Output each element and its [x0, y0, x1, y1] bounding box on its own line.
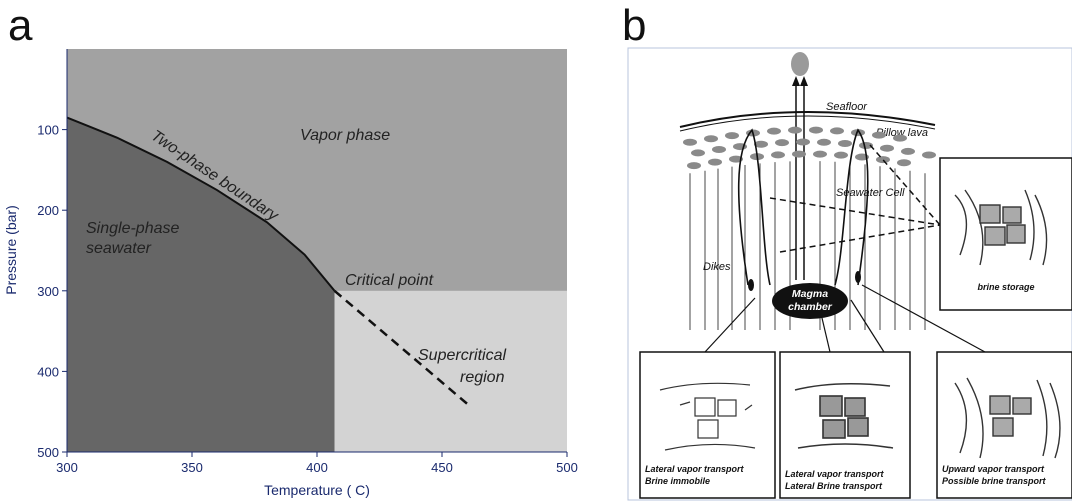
plume-arrowhead-left: [792, 76, 800, 86]
single-phase-label-line2: seawater: [86, 240, 152, 257]
pillow-lava-blob: [859, 141, 873, 149]
brine-network-box2: [794, 382, 894, 449]
magma-label-line2: chamber: [788, 301, 833, 313]
pillow-lava-blob: [683, 138, 697, 146]
seafloor-line-2: [679, 115, 936, 132]
x-tick-label: 300: [56, 460, 78, 475]
single-phase-region: [67, 117, 335, 452]
pillow-lava-blob: [767, 127, 781, 135]
pillow-lava-blob: [746, 129, 760, 137]
box3-caption-line2: Possible brine transport: [942, 476, 1047, 486]
pillow-lava-blob: [687, 162, 701, 170]
pillow-lava-blob: [788, 126, 802, 134]
pillow-lava-blob: [876, 156, 890, 164]
pillow-lava-blob: [880, 144, 894, 152]
brine-network-box3: [954, 377, 1061, 459]
box3-caption-line1: Upward vapor transport: [942, 464, 1045, 474]
diagram-frame: [627, 47, 1072, 501]
pillow-lava-blob: [733, 143, 747, 151]
pillow-lava-blob: [893, 134, 907, 142]
seawater-cell-label: Seawater Cell: [836, 187, 905, 199]
box2-caption-line2: Lateral Brine transport: [785, 481, 883, 491]
pointer-box2: [821, 317, 831, 353]
inset-box-2: [779, 351, 911, 499]
panel-b-letter: b: [622, 1, 647, 50]
single-phase-label-line1: Single-phase: [86, 220, 180, 237]
seawater-cell-right: [834, 128, 869, 286]
box1-caption-line1: Lateral vapor transport: [645, 464, 745, 474]
y-axis-label: Pressure (bar): [3, 205, 19, 294]
panel-a-letter: a: [8, 1, 33, 50]
pillow-lava-blob: [922, 151, 936, 159]
seafloor-line: [679, 110, 936, 128]
pillow-lava-blob: [872, 131, 886, 139]
pillow-lava-blob: [855, 153, 869, 161]
magma-label-line1: Magma: [792, 288, 828, 300]
pillow-lava-blob: [813, 150, 827, 158]
pillow-lava-blob: [729, 155, 743, 163]
pillow-lava-blob: [817, 138, 831, 146]
vapor-phase-label: Vapor phase: [300, 127, 390, 144]
pillow-lava-blob: [834, 151, 848, 159]
y-tick-label: 500: [37, 445, 59, 460]
pillow-lava-blob: [792, 150, 806, 158]
pillow-lava-blob: [901, 147, 915, 155]
pillow-lava-blob: [750, 153, 764, 161]
two-phase-boundary-line: [66, 116, 336, 292]
pointer-box2b: [850, 299, 885, 353]
plume-arrowhead-right: [800, 76, 808, 86]
dashed-pointer-2: [769, 197, 941, 226]
seawater-cell-left: [737, 128, 771, 286]
magma-chamber: [772, 283, 848, 319]
pillow-lava-blob: [775, 139, 789, 147]
dashed-pointer-3: [779, 224, 941, 253]
pillow-lava-blob: [708, 158, 722, 166]
pillow-lava-blob: [851, 129, 865, 137]
pillow-lava-blob: [796, 138, 810, 146]
supercritical-region: [334, 290, 567, 452]
pointer-box3: [861, 284, 986, 353]
pillow-lava-blob: [838, 139, 852, 147]
pillow-lava-blob: [704, 135, 718, 143]
y-tick-label: 100: [37, 123, 59, 138]
x-tick-label: 450: [431, 460, 453, 475]
brine-network-storage: [954, 189, 1048, 266]
supercritical-label-line2: region: [460, 369, 505, 386]
y-tick-label: 400: [37, 364, 59, 379]
x-tick-label: 350: [181, 460, 203, 475]
seafloor-label: Seafloor: [826, 101, 868, 113]
dikes-label: Dikes: [703, 261, 731, 273]
inset-box-1: [639, 351, 776, 499]
pillow-lava-blob: [771, 151, 785, 159]
pillow-lava-blob: [809, 126, 823, 134]
pillow-lava-layer: [683, 126, 936, 170]
pillow-lava-blob: [897, 159, 911, 167]
box1-caption-line2: Brine immobile: [645, 476, 710, 486]
x-tick-label: 500: [556, 460, 578, 475]
brine-storage-label: brine storage: [977, 282, 1034, 292]
brine-storage-box: [939, 157, 1072, 311]
plume: [791, 52, 809, 76]
supercritical-label-line1: Supercritical: [418, 347, 506, 364]
phase-diagram-chart: 300 350 400 450 500 100 200 300 400 500 Temperat…: [3, 49, 578, 498]
pillow-lava-blob: [830, 127, 844, 135]
pillow-lava-blob: [754, 140, 768, 148]
box2-caption-line1: Lateral vapor transport: [785, 469, 885, 479]
pillow-lava-blob: [725, 132, 739, 140]
inset-box-3: [936, 351, 1072, 499]
critical-point-label: Critical point: [345, 272, 434, 289]
pointer-box1: [704, 297, 756, 353]
pillow-lava-blob: [712, 146, 726, 154]
dike-lines: [689, 161, 926, 330]
brine-network-box1: [659, 382, 756, 451]
brine-pocket-right: [855, 271, 861, 283]
pillow-lava-label: Pillow lava: [876, 127, 928, 139]
x-tick-label: 400: [306, 460, 328, 475]
pillow-lava-blob: [691, 149, 705, 157]
dashed-pointer-1: [869, 144, 941, 226]
y-tick-label: 300: [37, 284, 59, 299]
x-axis-label: Temperature ( C): [264, 482, 370, 498]
y-tick-label: 200: [37, 203, 59, 218]
brine-pocket-left: [748, 279, 754, 291]
